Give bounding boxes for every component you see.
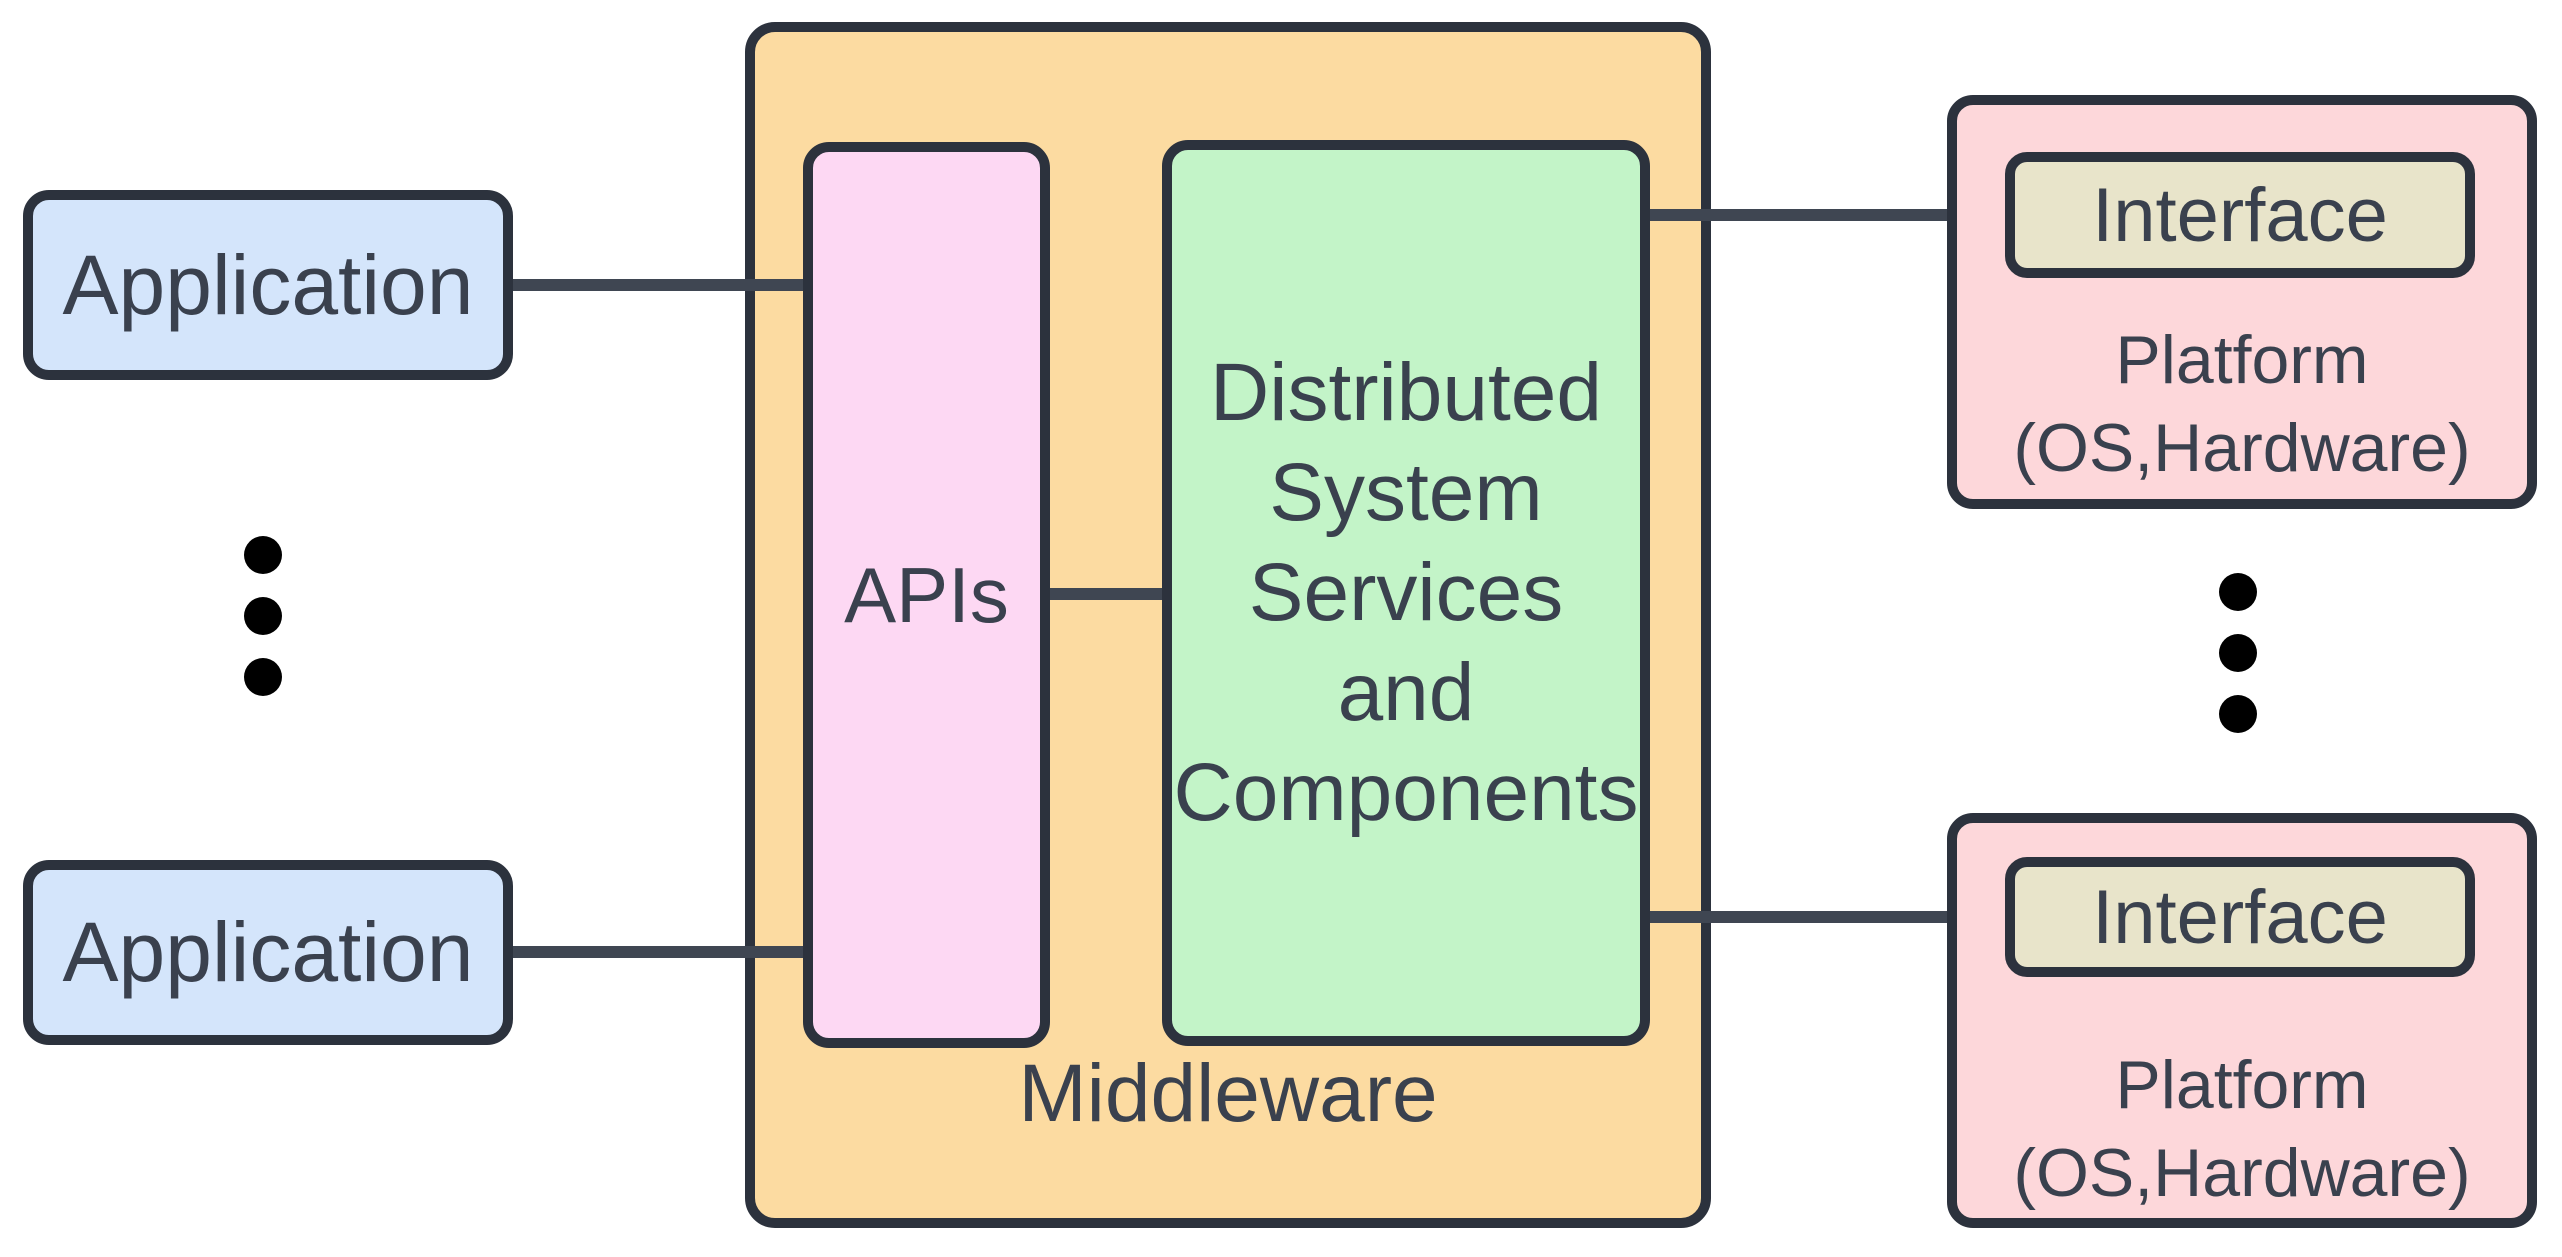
dot: [2219, 695, 2257, 733]
middleware-label: Middleware: [1018, 1048, 1438, 1139]
connector-services-to-interface-top: [1644, 209, 2012, 221]
application-top-node: Application: [23, 190, 513, 380]
distributed-services-node: Distributed System Services and Componen…: [1162, 140, 1650, 1046]
connector-services-to-interface-bottom: [1644, 911, 2012, 923]
platform-bottom-label: Platform (OS,Hardware): [1947, 1041, 2537, 1217]
connector-apis-to-services: [1048, 588, 1172, 600]
services-label-line: Components: [1173, 747, 1639, 838]
services-label-line: Distributed: [1210, 347, 1602, 438]
platform-bottom-detail-line: (OS,Hardware): [2013, 1135, 2471, 1211]
interface-top-label: Interface: [2092, 172, 2388, 258]
dot: [244, 597, 282, 635]
connector-application-bottom-to-apis: [513, 946, 810, 958]
platform-top-label: Platform (OS,Hardware): [1947, 316, 2537, 492]
dot: [244, 658, 282, 696]
connector-application-top-to-apis: [513, 279, 810, 291]
services-label-line: Services: [1248, 547, 1564, 638]
apis-node: APIs: [803, 142, 1050, 1048]
interface-bottom-label: Interface: [2092, 874, 2388, 960]
application-top-label: Application: [62, 237, 474, 332]
platform-top-name-line: Platform: [2115, 322, 2369, 398]
dot: [2219, 573, 2257, 611]
dot: [244, 536, 282, 574]
dot: [2219, 634, 2257, 672]
services-label-line: System: [1269, 447, 1543, 538]
application-bottom-label: Application: [62, 905, 474, 999]
platform-bottom-name-line: Platform: [2115, 1047, 2369, 1123]
platform-top-detail-line: (OS,Hardware): [2013, 410, 2471, 486]
interface-top-node: Interface: [2005, 152, 2475, 278]
interface-bottom-node: Interface: [2005, 857, 2475, 977]
ellipsis-dots-left: [244, 536, 282, 696]
ellipsis-dots-right: [2219, 573, 2257, 733]
application-bottom-node: Application: [23, 860, 513, 1045]
apis-label: APIs: [844, 550, 1009, 639]
services-label-line: and: [1337, 647, 1475, 738]
